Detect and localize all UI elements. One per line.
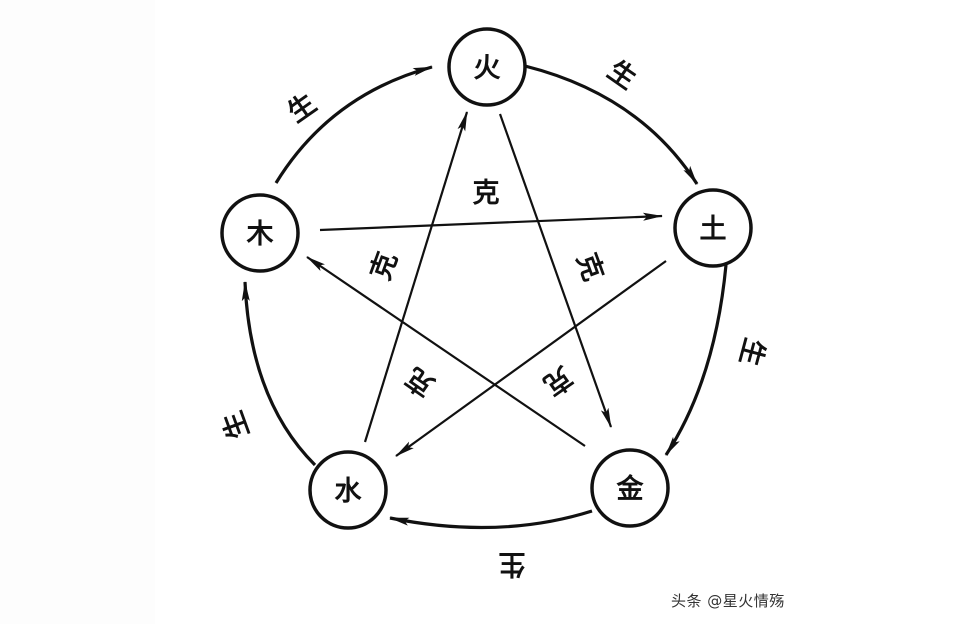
element-metal-label: 金 [616,473,645,505]
label-ke-right: 克 [570,249,609,285]
arc-wood-to-fire [274,65,433,184]
line-fire-to-metal [498,113,613,428]
arc-fire-to-earth [524,64,699,185]
label-sheng-metal-water: 生 [499,548,526,579]
generating-cycle [241,64,728,530]
label-sheng-wood-fire: 生 [282,88,322,129]
line-metal-to-wood [306,256,586,447]
label-ke-left: 克 [364,248,403,284]
element-fire: 火 [447,27,527,107]
background-panel [0,0,155,624]
line-earth-to-water [395,260,667,457]
element-water-label: 水 [335,476,363,507]
label-ke-bottom-left: 克 [400,361,440,403]
overcoming-cycle [306,111,667,457]
arc-metal-to-water [389,509,593,530]
element-wood: 木 [220,193,300,273]
element-earth-label: 土 [700,214,727,245]
line-wood-to-earth [319,212,663,232]
line-water-to-fire [363,111,469,443]
arc-earth-to-metal [664,264,728,456]
element-metal: 金 [590,448,670,528]
label-sheng-earth-metal: 生 [733,335,770,369]
label-sheng-water-wood: 生 [217,407,255,443]
label-sheng-fire-earth: 生 [602,55,642,96]
watermark: 头条 @星火情殇 [671,592,785,610]
arc-water-to-wood [241,281,317,467]
element-wood-label: 木 [246,219,274,250]
element-earth: 土 [673,188,753,268]
label-ke-bottom-right: 克 [538,360,578,402]
label-ke-top: 克 [473,177,500,209]
element-water: 水 [308,450,388,530]
element-fire-label: 火 [474,53,501,84]
